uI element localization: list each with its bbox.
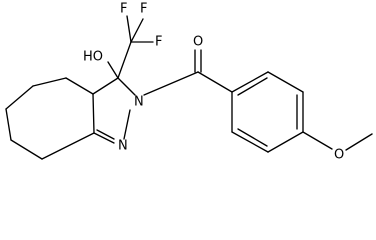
bond-ar-c4-c5 — [267, 131, 304, 153]
atom-label-carbonyl-oxygen: O — [193, 35, 203, 50]
bond-c3-cf3 — [117, 41, 132, 79]
bond-c3-n2 — [117, 77, 136, 96]
bond-ar-inner-1 — [237, 77, 268, 96]
atom-label-pyrazoline-n2: N — [134, 95, 144, 110]
bond-c6-c7 — [5, 108, 12, 141]
bond-c4-c5 — [32, 77, 67, 87]
bond-n2-carbonyl-c — [143, 71, 199, 96]
bond-o-methyl — [345, 133, 373, 151]
bond-c3a-c3 — [92, 77, 119, 95]
bond-ar-inner-3 — [237, 128, 268, 147]
bond-ar-c1-c2 — [231, 71, 269, 93]
bond-c8-c7a — [41, 132, 95, 160]
bond-ar-c4-o-methoxy — [302, 131, 333, 150]
bond-c7a-c3a — [92, 93, 95, 134]
bond-c3-oh — [107, 61, 119, 79]
atom-label-f-top-left: F — [120, 2, 127, 17]
atom-label-hydroxyl: HO — [83, 50, 103, 65]
bond-c7-c8 — [10, 139, 43, 160]
bond-c5-c6 — [5, 85, 34, 110]
bond-ar-c5-c6 — [231, 131, 269, 153]
atom-label-pyrazoline-n1: N — [118, 139, 128, 154]
bond-c3a-c4 — [65, 77, 94, 95]
chemical-structure-diagram: F F F HO O N N O — [5, 2, 373, 163]
bond-n1-c7a-double-inner — [96, 129, 115, 140]
atom-label-methoxy-oxygen: O — [334, 148, 344, 163]
bond-cf3-f-top-right — [130, 18, 144, 43]
bond-n2-n1 — [123, 109, 131, 140]
atom-label-f-right: F — [155, 35, 162, 50]
bond-n1-c7a-double-outer — [93, 132, 115, 144]
bond-ar-c2-c3 — [267, 71, 304, 93]
atom-label-f-top-right: F — [140, 2, 147, 17]
bond-cf3-f-top-left — [126, 15, 132, 43]
bond-carbonyl-c-aryl — [197, 71, 233, 93]
